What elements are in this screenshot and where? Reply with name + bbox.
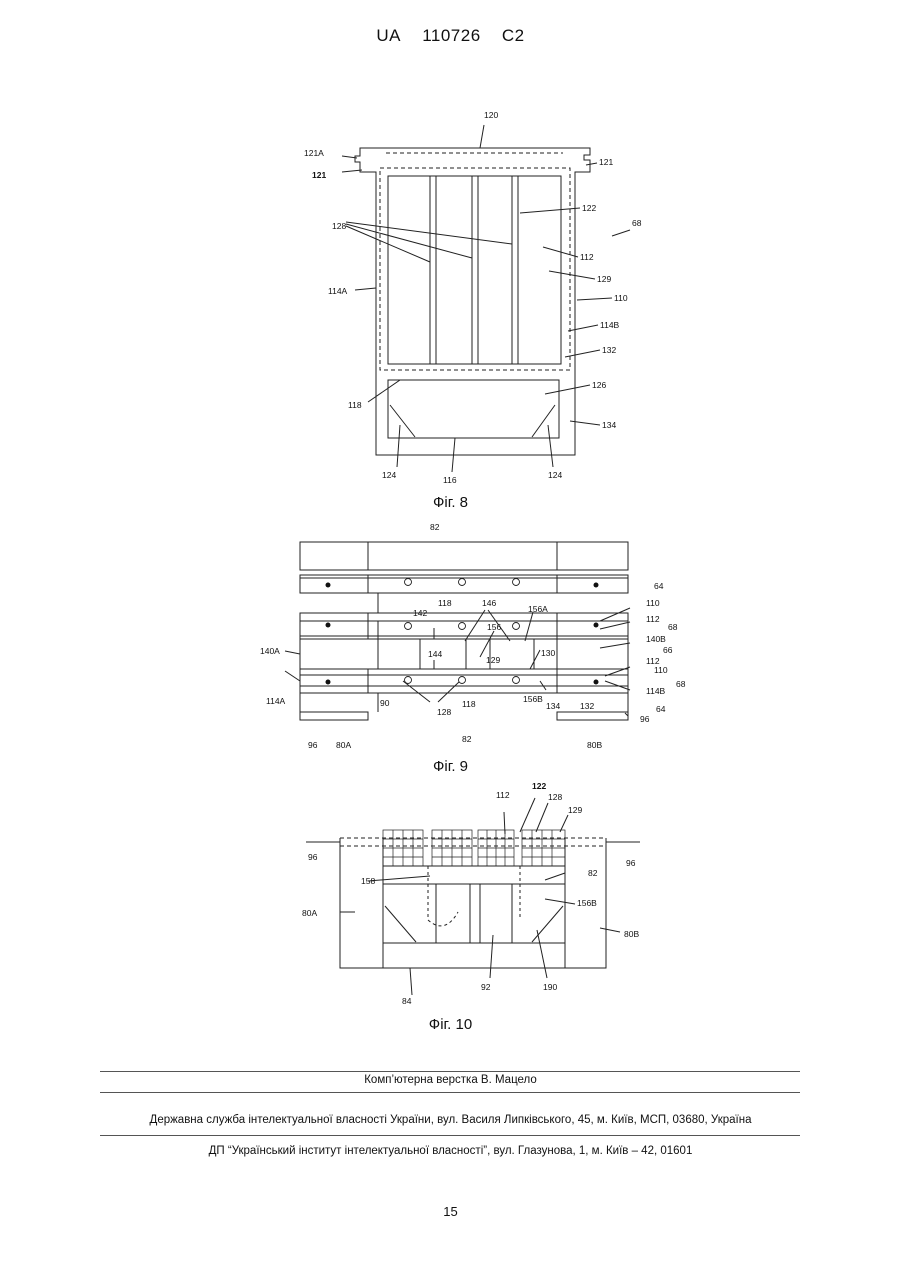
fig10-label: 80B	[624, 929, 639, 939]
fig9-label: 129	[486, 655, 500, 665]
fig8-label: 129	[597, 274, 611, 284]
fig10-label: 96	[308, 852, 318, 862]
figure-8-drawing: 120 121A 121 121 122 128 68 112 129 114A…	[0, 100, 901, 590]
figure-10-caption: Фіг. 10	[0, 1016, 901, 1033]
fig9-label: 82	[462, 734, 472, 744]
fig10-label: 82	[588, 868, 598, 878]
patent-header: UA 110726 C2	[0, 26, 901, 46]
fig8-label: 118	[348, 400, 362, 410]
fig9-label: 110	[646, 598, 660, 608]
fig9-label: 144	[428, 649, 442, 659]
fig9-label: 130	[541, 648, 555, 658]
fig9-label: 134	[546, 701, 560, 711]
footer-rule	[100, 1092, 800, 1093]
figure-10-drawing: 122 112 128 129 96 96 82 158 156B 80A 80…	[0, 780, 901, 1012]
fig9-label: 132	[580, 701, 594, 711]
fig9-label: 96	[308, 740, 318, 750]
country-code: UA	[376, 26, 401, 45]
fig9-label: 64	[656, 704, 666, 714]
fig8-label: 120	[484, 110, 498, 120]
figure-9-drawing: 82 64 110 118 146 156A 112 142 68 156 14…	[0, 520, 901, 760]
fig8-label: 132	[602, 345, 616, 355]
fig8-label: 121A	[304, 148, 324, 158]
page-number: 15	[0, 1204, 901, 1219]
fig9-label: 96	[640, 714, 650, 724]
fig10-label: 96	[626, 858, 636, 868]
footer-rule	[100, 1071, 800, 1072]
patent-number: 110726	[422, 26, 480, 45]
fig8-label: 68	[632, 218, 642, 228]
fig9-label: 90	[380, 698, 390, 708]
fig10-label: 190	[543, 982, 557, 992]
fig9-label: 64	[654, 581, 664, 591]
fig8-label: 121	[312, 170, 326, 180]
fig9-label: 110	[654, 665, 668, 675]
fig10-label: 80A	[302, 908, 317, 918]
fig10-label: 122	[532, 781, 546, 791]
fig8-label: 126	[592, 380, 606, 390]
footer-rule	[100, 1135, 800, 1136]
fig10-label: 129	[568, 805, 582, 815]
fig8-label: 124	[382, 470, 396, 480]
fig9-label: 146	[482, 598, 496, 608]
fig9-label: 66	[663, 645, 673, 655]
fig9-label: 156	[487, 622, 501, 632]
fig10-label: 112	[496, 790, 510, 800]
fig9-label: 156B	[523, 694, 543, 704]
fig9-label: 114B	[646, 686, 666, 696]
fig8-label: 128	[332, 221, 346, 231]
fig9-label: 142	[413, 608, 427, 618]
fig9-label: 82	[430, 522, 440, 532]
fig10-label: 128	[548, 792, 562, 802]
fig8-label: 121	[599, 157, 613, 167]
fig9-label: 80A	[336, 740, 351, 750]
figure-8-caption: Фіг. 8	[0, 494, 901, 511]
fig8-label: 134	[602, 420, 616, 430]
fig8-label: 116	[443, 475, 457, 485]
fig9-label: 156A	[528, 604, 548, 614]
fig9-label: 118	[438, 598, 452, 608]
fig9-label: 118	[462, 699, 476, 709]
institute-address: ДП “Український інститут інтелектуальної…	[0, 1145, 901, 1157]
fig9-label: 140B	[646, 634, 666, 644]
fig10-label: 158	[361, 876, 375, 886]
fig9-label: 114A	[266, 696, 286, 706]
fig10-label: 156B	[577, 898, 597, 908]
fig9-label: 68	[668, 622, 678, 632]
fig8-label: 114A	[328, 286, 348, 296]
fig10-label: 92	[481, 982, 491, 992]
fig9-label: 112	[646, 614, 660, 624]
fig8-label: 122	[582, 203, 596, 213]
fig10-label: 84	[402, 996, 412, 1006]
fig8-label: 112	[580, 252, 594, 262]
fig9-label: 80B	[587, 740, 602, 750]
fig8-label: 124	[548, 470, 562, 480]
patent-kind: C2	[502, 26, 525, 45]
office-address: Державна служба інтелектуальної власност…	[0, 1114, 901, 1126]
fig8-label: 114B	[600, 320, 620, 330]
fig9-label: 68	[676, 679, 686, 689]
fig8-label: 110	[614, 293, 628, 303]
fig9-label: 140A	[260, 646, 280, 656]
layout-credit: Комп’ютерна верстка В. Мацело	[0, 1074, 901, 1086]
fig9-label: 128	[437, 707, 451, 717]
figure-9-caption: Фіг. 9	[0, 758, 901, 775]
